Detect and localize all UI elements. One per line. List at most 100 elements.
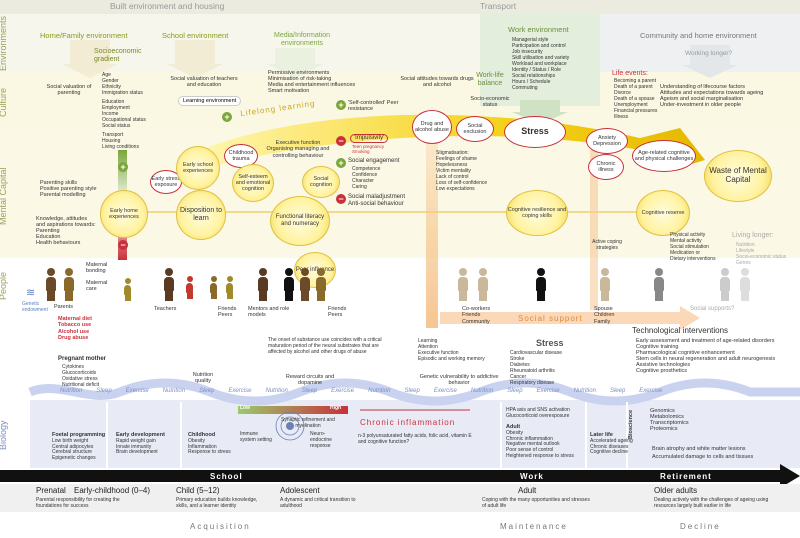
bioscience-label: Bioscience [628,409,634,439]
social-cognition-bubble: Social cognition [302,166,340,198]
early-home-bubble: Early home experiences [100,190,148,238]
immune-text: Immune system setting [240,431,272,443]
pregnant-title: Pregnant mother [58,356,107,362]
top-bar [0,0,800,14]
community-down-arrow [682,45,738,78]
older-figure [720,268,730,301]
friends-peers2-label: Friends Peers [328,306,347,319]
stage-prenatal: Prenatal [36,486,66,495]
tech-list: Early assessment and treatment of age-re… [636,338,776,374]
socio-status: Socio-economic status [470,96,510,109]
prenatal-desc: Parental responsibility for creating the… [36,497,120,509]
stress-bio-title: Stress [536,338,564,348]
biology-lower-panel [30,400,800,468]
lifelong-plus-icon: + [222,112,232,122]
social-support-arrow [440,306,700,330]
teacher-figure [164,268,174,301]
child-figure [124,278,131,301]
stage-child: Child (5–12) [176,486,220,495]
brain-atrophy: Brain atrophy and white matter lesions [652,446,746,452]
social-supports: Social supports? [690,306,735,312]
home-down-arrow [62,40,118,78]
timeline-retirement: Retirement [660,472,712,481]
social-maladjustment: Social maladjustment Anti-social behavio… [348,194,406,207]
disposition-bubble: Disposition to learn [176,190,226,240]
work-env-panel [480,14,600,106]
social-exclusion-oval: Social exclusion [456,116,494,142]
teachers-label: Teachers [154,306,177,312]
social-support-label: Social support [518,314,583,323]
stage-early-childhood: Early-childhood (0–4) [74,486,151,495]
spouse-label: Spouse Children Family [594,306,615,325]
socio-title: Socioeconomic gradient [94,48,142,64]
living-longer: Living longer: [732,232,774,239]
nutrition-quality: Nutrition quality [192,372,214,385]
work-life-balance: Work-life balance [476,72,504,88]
teen-figure [316,268,326,301]
self-controlled: 'Self-controlled' Peer resistance [348,100,399,113]
stage-older: Older adults [654,486,698,495]
stage-adolescent: Adolescent [280,486,320,495]
chronic-illness-oval: Chronic illness [588,154,624,180]
phase-maintenance: Maintenance [500,522,568,531]
exec-function: Executive function Organising managing a… [266,140,330,159]
older-figure [740,268,750,301]
phase-decline: Decline [680,522,721,531]
mentor-figure [258,268,268,301]
learning-env-pill: Learning environment [178,96,242,107]
minus-icon: − [118,240,128,250]
phase-acquisition: Acquisition [190,522,251,531]
dna-icon: ≋ [26,287,36,299]
accumulated-damage: Accumulated damage to cells and tissues [652,454,754,460]
older-figure [654,268,664,301]
timeline-work: Work [520,472,544,481]
stage-panel [0,484,800,512]
early-school-bubble: Early school experiences [176,146,220,190]
work-env-header: Work environment [508,25,569,34]
people-band [0,258,800,310]
friends-peers-label: Friends Peers [218,306,237,319]
impulsivity: 'Impulsivity' [350,134,389,143]
social-valuation-parenting: Social valuation of parenting [46,84,92,97]
adult-figure [478,268,488,301]
teen-figure [284,268,294,301]
genetic-vulnerability: Genetic vulnerability to addictive behav… [419,374,499,387]
reserve-bubble: Cognitive reserve [636,190,690,236]
adult-desc: Coping with the many opportunities and s… [482,497,590,509]
parent-figure [46,268,56,301]
coworkers-label: Co-workers Friends Community [462,306,491,325]
self-esteem-bubble: Self-esteem and emotional cognition [232,164,274,202]
functional-literacy-bubble: Functional literacy and numeracy [270,196,330,246]
substance-text: The onset of substance use coincides wit… [268,337,382,355]
child-desc: Primary education builds knowledge, skil… [176,497,258,509]
family-figure [600,268,610,301]
neuro-text: Neuro-endocrine response [310,431,332,449]
adolescent-desc: A dynamic and critical transition to adu… [280,497,356,509]
waste-bubble: Waste of Mental Capital [704,150,772,202]
resilience-bubble: Cognitive resilience and coping skills [506,190,568,236]
social-engagement: Social engagement [348,158,400,164]
life-events-title: Life events: [612,70,648,77]
school-down-arrow [167,40,223,78]
plus-icon: + [118,162,128,172]
parent-figure [64,268,74,301]
maladjust-minus-icon: − [336,194,346,204]
peer-figure [226,276,233,299]
